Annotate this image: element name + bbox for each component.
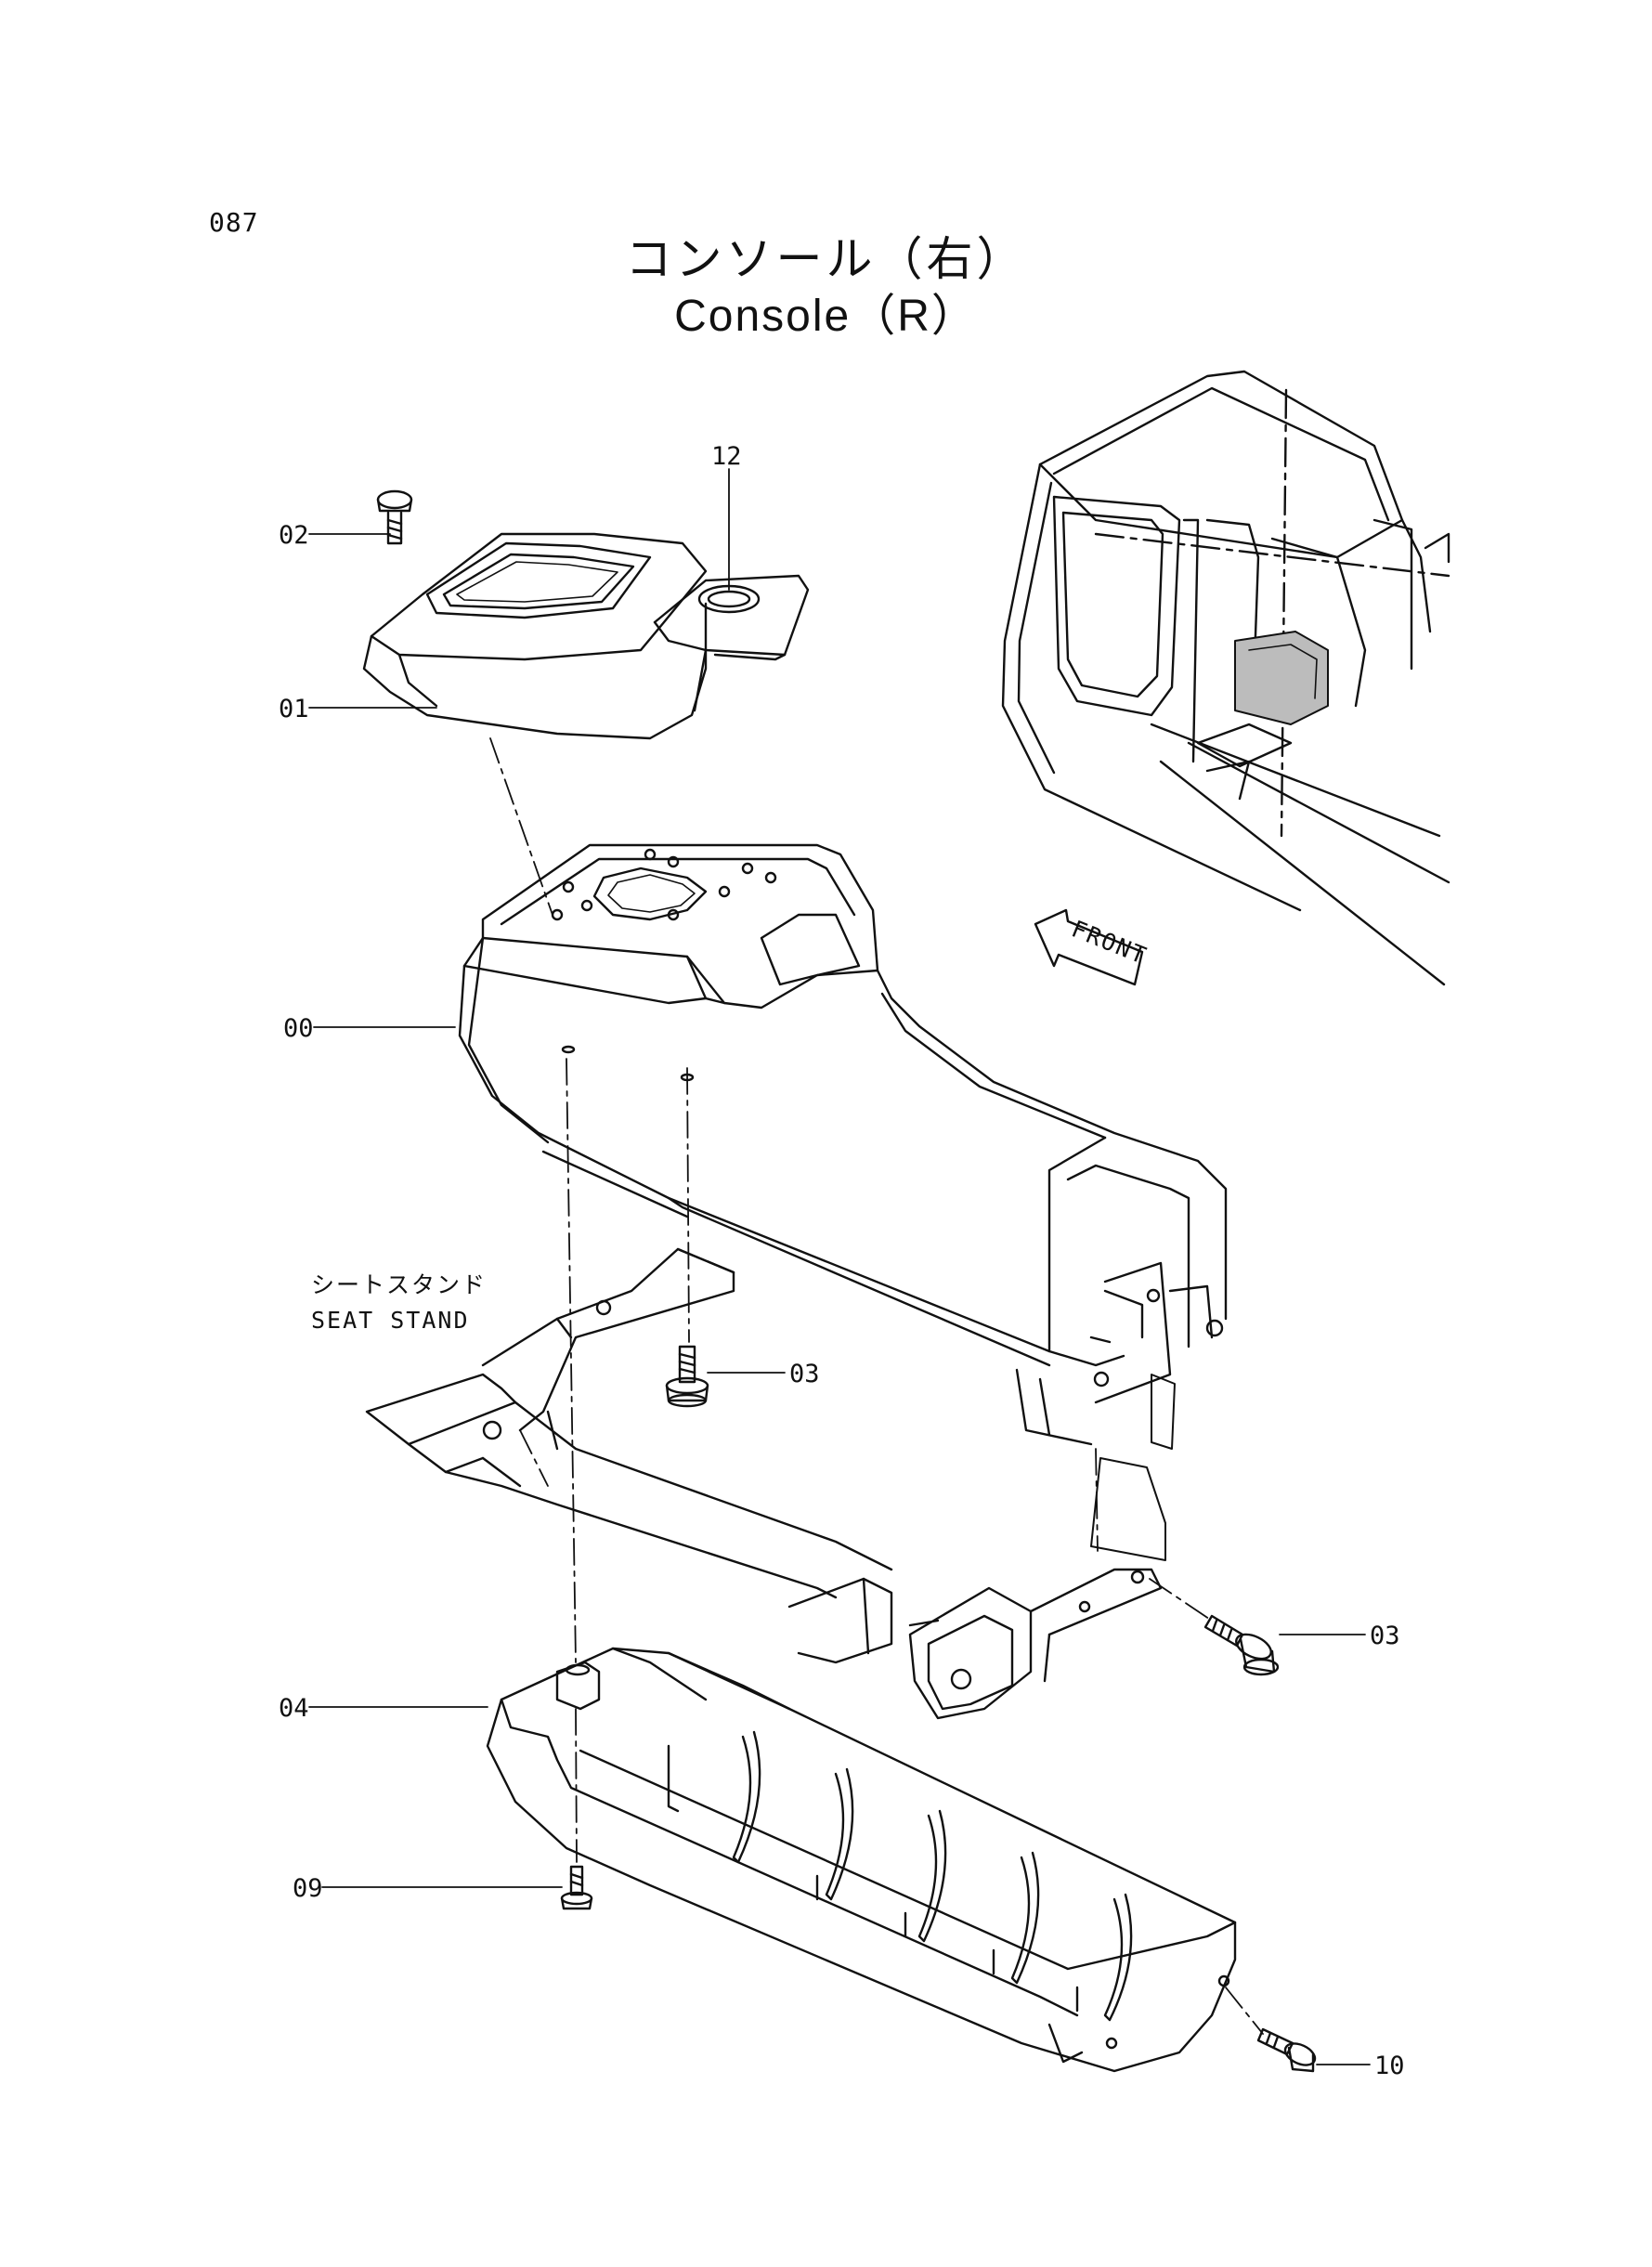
callout-02: 02 — [279, 521, 309, 550]
callout-03-lower: 03 — [1370, 1622, 1400, 1650]
callout-12: 12 — [711, 442, 742, 471]
bolt-03-lower — [1203, 1614, 1280, 1676]
seat-stand-label-jp: シートスタンド — [311, 1271, 487, 1298]
callout-09: 09 — [293, 1874, 323, 1903]
cab-inset-illustration — [1001, 370, 1450, 986]
callout-10: 10 — [1374, 2052, 1405, 2080]
part-04-lower-tray — [486, 1647, 1237, 2073]
title-block: コンソール（右） Console（R） — [0, 230, 1652, 345]
part-01-console-cover — [362, 532, 810, 740]
assembly-centerlines — [489, 737, 1264, 2035]
callout-00: 00 — [283, 1014, 314, 1043]
console-mounting-plate — [1090, 1374, 1176, 1561]
callout-01: 01 — [279, 695, 309, 723]
callout-03-upper: 03 — [789, 1360, 820, 1388]
title-japanese: コンソール（右） — [625, 232, 1027, 286]
bolt-02 — [376, 489, 413, 545]
seat-stand-frame — [365, 1247, 940, 1664]
bolt-09 — [560, 1865, 593, 1910]
leader-lines — [308, 468, 1371, 2065]
title-english: Console（R） — [674, 292, 978, 341]
front-arrow-label: FRONT — [1068, 915, 1151, 970]
bolt-10 — [1256, 2027, 1317, 2073]
page-number: 087 — [209, 207, 259, 238]
console-rear-bracket — [908, 1568, 1163, 1720]
seat-stand-label-en: SEAT STAND — [311, 1307, 470, 1334]
callout-04: 04 — [279, 1694, 309, 1723]
bolt-03-upper — [665, 1345, 709, 1408]
front-direction-arrow — [1034, 908, 1144, 986]
